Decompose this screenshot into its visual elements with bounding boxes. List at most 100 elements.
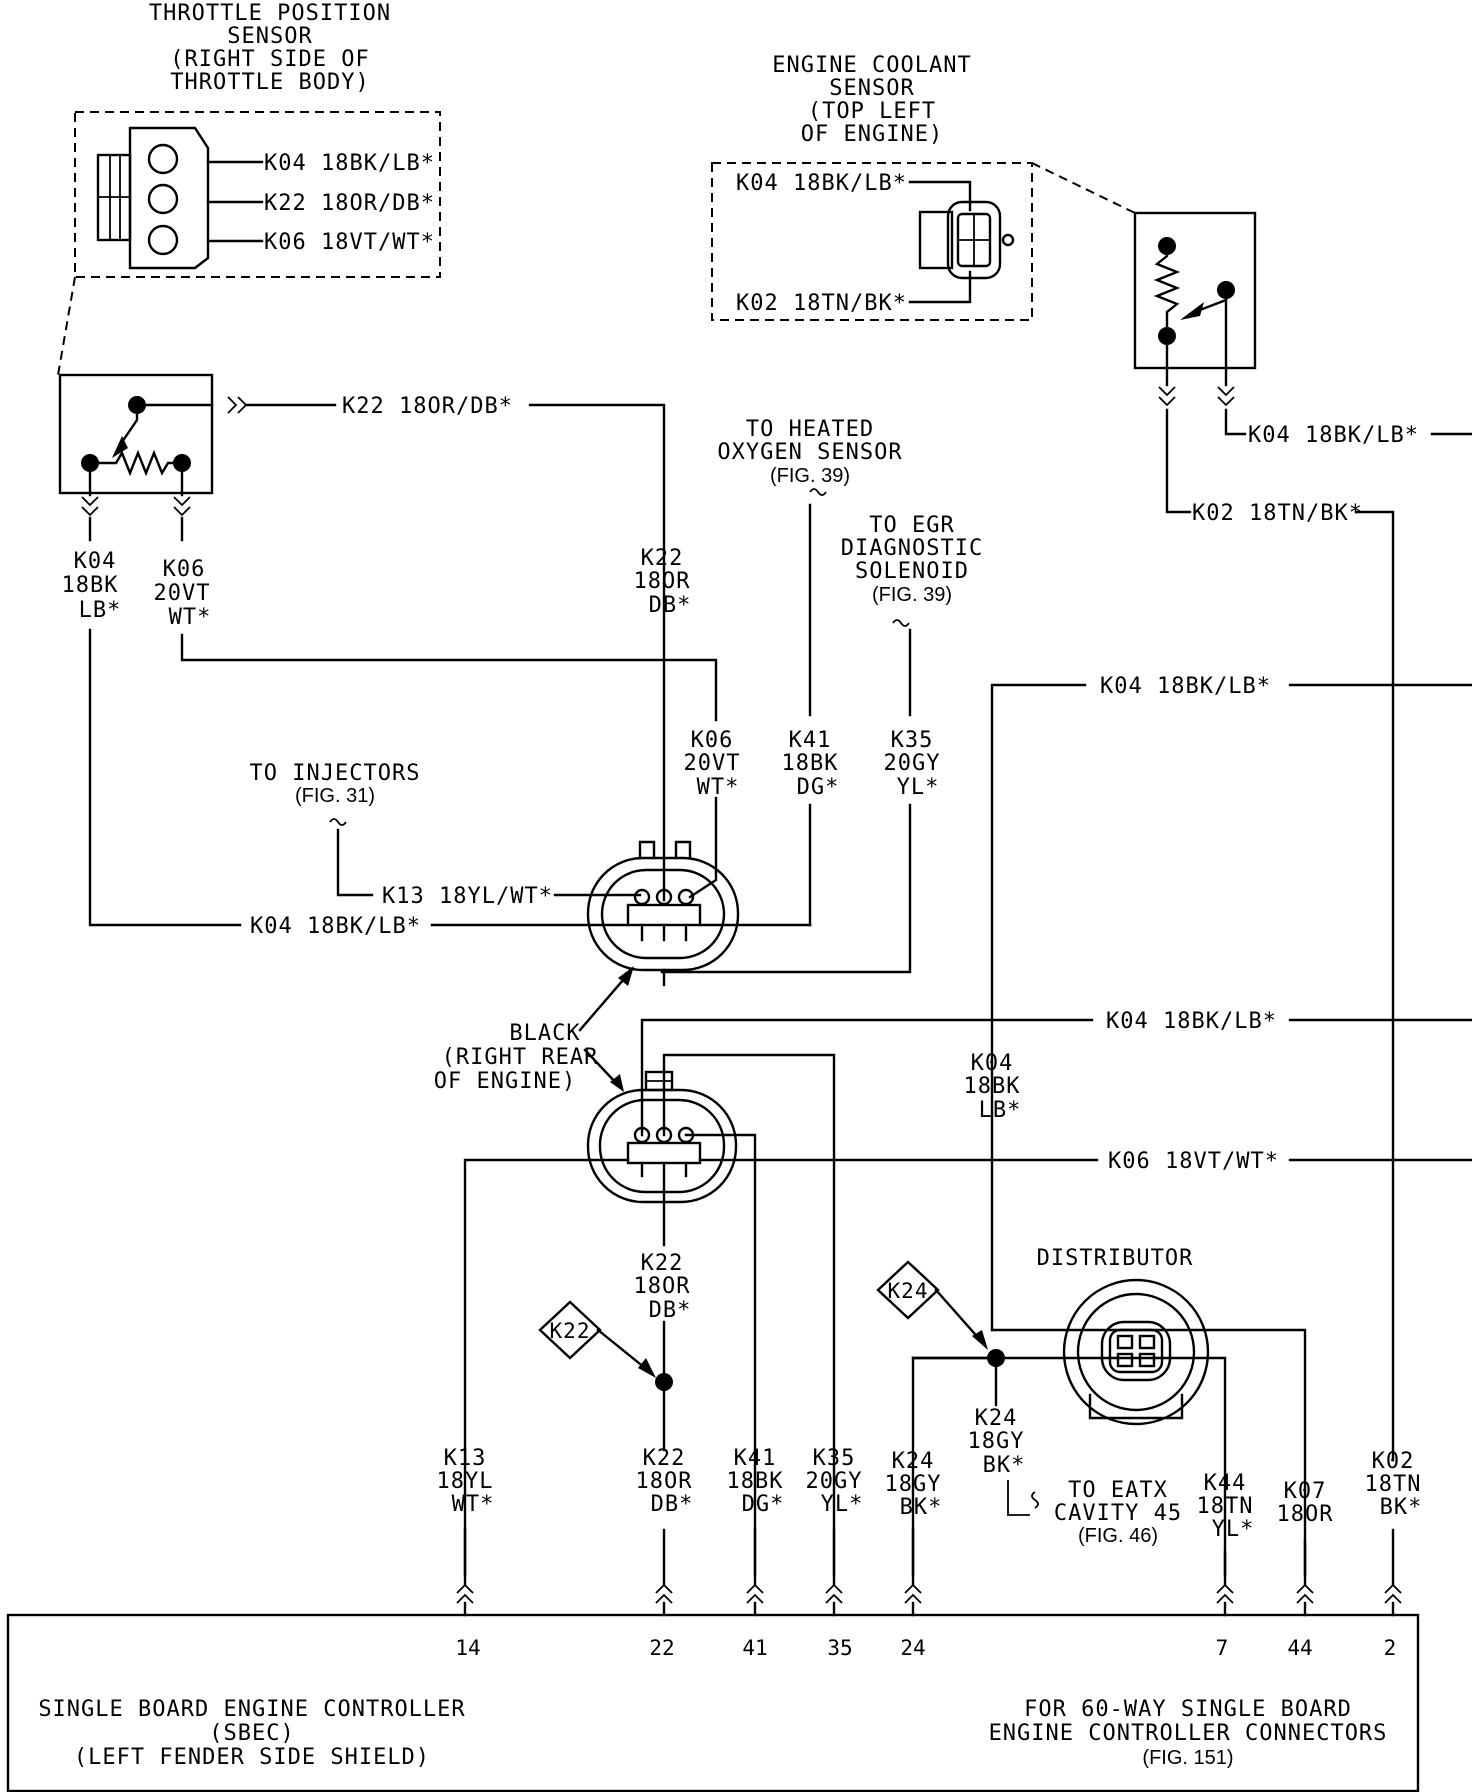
ect-title-line1: ENGINE COOLANT bbox=[772, 53, 971, 78]
sbec-wire-41-label-line1: K41 bbox=[734, 1446, 777, 1471]
sbec-wire-14-pin-number: 14 bbox=[455, 1636, 480, 1660]
sbec-wire-2-label-line1: K02 bbox=[1372, 1449, 1415, 1474]
svg-text:18GY: 18GY bbox=[968, 1429, 1025, 1454]
upper-k06-line1: K06 bbox=[691, 728, 734, 753]
right-k04-leg-line1: K04 bbox=[971, 1051, 1014, 1076]
ect-pin-k04: K04 18BK/LB* bbox=[736, 171, 907, 196]
distributor: DISTRIBUTOR bbox=[911, 1246, 1307, 1577]
sbec-wire-14-label-line1: K13 bbox=[444, 1446, 487, 1471]
tps-pin-k22: K22 18OR/DB* bbox=[264, 191, 435, 216]
sbec-wire-35-label-line1: K35 bbox=[813, 1446, 856, 1471]
tps-title-line4: THROTTLE BODY) bbox=[170, 70, 369, 95]
svg-text:CAVITY 45: CAVITY 45 bbox=[1054, 1501, 1182, 1526]
tps-wire-k22-label: K22 18OR/DB* bbox=[342, 394, 513, 419]
upper-connector-icon bbox=[586, 840, 740, 987]
sbec-title-line3: (LEFT FENDER SIDE SHIELD) bbox=[74, 1745, 430, 1770]
sbec-wire-35-pin-number: 35 bbox=[827, 1636, 852, 1660]
black-connector-label-line1: BLACK bbox=[509, 1021, 580, 1046]
sbec-wire-24-connector-icon bbox=[904, 1583, 922, 1604]
splice-k24: K24 bbox=[876, 1260, 1005, 1577]
tps-pin-k06: K06 18VT/WT* bbox=[264, 230, 435, 255]
sbec-wire-7-pin-number: 7 bbox=[1216, 1636, 1229, 1660]
injectors-reference: TO INJECTORS (FIG. 31) bbox=[250, 761, 419, 897]
sbec-wire-2-label-line2: 18TN bbox=[1365, 1472, 1422, 1497]
tps-leg-k06-line1: K06 bbox=[163, 557, 206, 582]
upper-k41-line1: K41 bbox=[789, 728, 832, 753]
ect-pin-k02: K02 18TN/BK* bbox=[736, 291, 907, 316]
upper-k04-label: K04 18BK/LB* bbox=[250, 914, 421, 939]
tps-title-line2: SENSOR bbox=[227, 24, 312, 49]
tps-title-line3: (RIGHT SIDE OF bbox=[170, 47, 369, 72]
sbec-wire-44-connector-icon bbox=[1296, 1583, 1314, 1604]
svg-text:TO HEATED: TO HEATED bbox=[746, 417, 874, 442]
black-connector-icon bbox=[586, 1070, 738, 1204]
tps-leg-k04-line1: K04 bbox=[74, 549, 117, 574]
ect-schematic-box bbox=[1133, 211, 1257, 370]
right-k04-b-label: K04 18BK/LB* bbox=[1106, 1009, 1277, 1034]
svg-text:BK*: BK* bbox=[983, 1453, 1026, 1478]
svg-text:K22: K22 bbox=[641, 1251, 684, 1276]
svg-text:DIAGNOSTIC: DIAGNOSTIC bbox=[841, 536, 983, 561]
sbec-wire-44-label-line2: 18OR bbox=[1277, 1502, 1334, 1527]
splice-k22-diamond-icon bbox=[538, 1300, 602, 1360]
engine-coolant-sensor: ENGINE COOLANT SENSOR (TOP LEFT OF ENGIN… bbox=[711, 53, 1472, 1462]
svg-text:(FIG. 39): (FIG. 39) bbox=[770, 465, 850, 487]
sbec-wire-41-connector-icon bbox=[746, 1583, 764, 1604]
svg-text:TO EGR: TO EGR bbox=[869, 513, 954, 538]
right-k04-a-label: K04 18BK/LB* bbox=[1100, 674, 1271, 699]
tps-leg-k04-line3: LB* bbox=[79, 598, 122, 623]
distributor-icon bbox=[1062, 1278, 1210, 1426]
sbec-wire-41-label-line3: DG* bbox=[742, 1492, 785, 1517]
sbec-wire-24-label-line3: BK* bbox=[900, 1495, 943, 1520]
sbec-wire-41-label-line2: 18BK bbox=[727, 1469, 784, 1494]
black-connector-label-line2: (RIGHT REAR bbox=[442, 1045, 599, 1070]
tps-connector-icon bbox=[96, 126, 210, 270]
ect-detail-box bbox=[711, 162, 1033, 321]
splice-k24-diamond-icon bbox=[876, 1260, 940, 1320]
upper-k22-line2: 18OR bbox=[634, 569, 691, 594]
sbec-wire-35-label-line3: YL* bbox=[821, 1492, 864, 1517]
sbec-ref-line2: ENGINE CONTROLLER CONNECTORS bbox=[989, 1721, 1388, 1746]
splice-k24-label: K24 bbox=[888, 1279, 929, 1303]
upper-k35-line1: K35 bbox=[891, 728, 934, 753]
sbec-ref-line3: (FIG. 151) bbox=[1142, 1747, 1233, 1769]
ect-title-line3: (TOP LEFT bbox=[808, 99, 936, 124]
tps-leg-k06-line3: WT* bbox=[169, 605, 212, 630]
sbec-wire-2-connector-icon bbox=[1384, 1583, 1402, 1604]
sbec-title-line2: (SBEC) bbox=[209, 1721, 294, 1746]
ect-title-line4: OF ENGINE) bbox=[801, 122, 943, 147]
splice-k22: K22 bbox=[538, 1300, 673, 1391]
sbec-wire-14-connector-icon bbox=[456, 1583, 474, 1604]
upper-k06-line2: 20VT bbox=[684, 751, 741, 776]
lower-legs: K22 18OR DB* K24 18GY BK* bbox=[634, 1251, 1026, 1478]
sbec-wire-22-label-line2: 18OR bbox=[636, 1469, 693, 1494]
tps-leg-k06-line2: 20VT bbox=[154, 581, 211, 606]
splice-k22-label: K22 bbox=[550, 1319, 591, 1343]
sbec-ref-line1: FOR 60-WAY SINGLE BOARD bbox=[1024, 1697, 1352, 1722]
sbec-wire-14-label-line2: 18YL bbox=[437, 1469, 494, 1494]
ect-connector-icon bbox=[918, 200, 1015, 280]
sbec-box bbox=[6, 1613, 1420, 1792]
sbec-wire-7-connector-icon bbox=[1216, 1583, 1234, 1604]
upper-connector: K22 18OR DB* K06 20VT WT* K41 18BK DG* K… bbox=[250, 546, 939, 987]
sbec-wire-24-pin-number: 24 bbox=[900, 1636, 925, 1660]
svg-text:(FIG. 31): (FIG. 31) bbox=[295, 785, 375, 807]
distributor-title: DISTRIBUTOR bbox=[1037, 1246, 1194, 1271]
ect-wire-k04-label: K04 18BK/LB* bbox=[1248, 423, 1419, 448]
right-k04-leg-line2: 18BK bbox=[964, 1074, 1021, 1099]
sbec-wire-2-pin-number: 2 bbox=[1384, 1636, 1397, 1660]
sbec-wire-14-label-line3: WT* bbox=[452, 1492, 495, 1517]
svg-text:OXYGEN SENSOR: OXYGEN SENSOR bbox=[717, 440, 902, 465]
sbec-wire-2-label-line3: BK* bbox=[1380, 1495, 1423, 1520]
tps-title-line1: THROTTLE POSITION bbox=[149, 1, 391, 26]
right-k04-leg-line3: LB* bbox=[979, 1098, 1022, 1123]
upper-k41-line2: 18BK bbox=[782, 751, 839, 776]
